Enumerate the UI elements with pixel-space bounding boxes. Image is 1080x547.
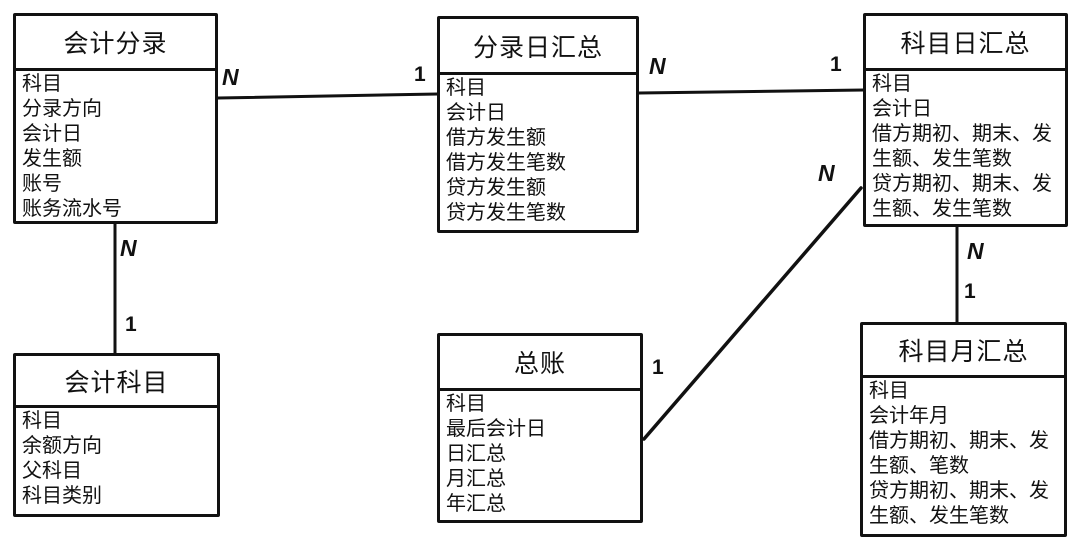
entity-field: 科目 (22, 410, 62, 432)
cardinality-label-n: N (222, 64, 239, 90)
entity-field: 借方期初、期末、发生额、发生笔数 (872, 123, 1052, 170)
entity-field: 科目类别 (22, 485, 102, 507)
entity-field: 贷方期初、期末、发生额、发生笔数 (869, 480, 1049, 527)
entity-field: 会计日 (446, 102, 506, 124)
entity-field: 日汇总 (446, 443, 506, 465)
entity-general-ledger: 总账 科目 最后会计日 日汇总 月汇总 年汇总 (437, 333, 643, 523)
entity-title: 会计科目 (16, 356, 217, 408)
entity-fields: 科目 分录方向 会计日 发生额 账号 账务流水号 (16, 71, 215, 222)
entity-title: 总账 (440, 336, 640, 391)
entity-field: 账务流水号 (22, 198, 122, 220)
entity-field: 月汇总 (446, 468, 506, 490)
cardinality-label-1: 1 (830, 53, 842, 76)
entity-fields: 科目 余额方向 父科目 科目类别 (16, 408, 217, 509)
entity-entry-daily-summary: 分录日汇总 科目 会计日 借方发生额 借方发生笔数 贷方发生额 贷方发生笔数 (437, 16, 639, 233)
entity-title: 科目月汇总 (863, 325, 1064, 378)
entity-field: 发生额 (22, 148, 82, 170)
entity-field: 借方发生额 (446, 127, 546, 149)
entity-title: 会计分录 (16, 16, 215, 71)
entity-field: 贷方期初、期末、发生额、发生笔数 (872, 173, 1052, 220)
connection-line-entry-daily-to-account-daily (637, 88, 866, 95)
entity-field: 科目 (446, 77, 486, 99)
cardinality-label-1: 1 (125, 313, 137, 336)
entity-fields: 科目 会计日 借方发生额 借方发生笔数 贷方发生额 贷方发生笔数 (440, 75, 636, 226)
entity-field: 会计日 (872, 98, 932, 120)
entity-field: 父科目 (22, 460, 82, 482)
cardinality-label-n: N (967, 238, 984, 264)
entity-field: 科目 (869, 380, 909, 402)
cardinality-label-1: 1 (652, 356, 664, 379)
entity-field: 借方发生笔数 (446, 152, 566, 174)
entity-field: 年汇总 (446, 493, 506, 515)
entity-field: 贷方发生笔数 (446, 202, 566, 224)
entity-field: 借方期初、期末、发生额、笔数 (869, 430, 1049, 477)
entity-field: 账号 (22, 173, 62, 195)
entity-field: 贷方发生额 (446, 177, 546, 199)
entity-field: 科目 (872, 73, 912, 95)
entity-fields: 科目 会计年月 借方期初、期末、发生额、笔数 贷方期初、期末、发生额、发生笔数 (863, 378, 1064, 529)
entity-title: 分录日汇总 (440, 19, 636, 75)
cardinality-label-n: N (649, 53, 666, 79)
entity-fields: 科目 会计日 借方期初、期末、发生额、发生笔数 贷方期初、期末、发生额、发生笔数 (866, 71, 1065, 222)
entity-field: 最后会计日 (446, 418, 546, 440)
connection-line-entry-to-entry-daily (216, 92, 440, 100)
entity-field: 会计年月 (869, 405, 949, 427)
entity-accounting-account: 会计科目 科目 余额方向 父科目 科目类别 (13, 353, 220, 517)
entity-field: 会计日 (22, 123, 82, 145)
cardinality-label-n: N (120, 235, 137, 261)
entity-field: 科目 (446, 393, 486, 415)
cardinality-label-n: N (818, 160, 835, 186)
entity-accounting-entry: 会计分录 科目 分录方向 会计日 发生额 账号 账务流水号 (13, 13, 218, 224)
entity-field: 分录方向 (22, 98, 102, 120)
entity-account-monthly-summary: 科目月汇总 科目 会计年月 借方期初、期末、发生额、笔数 贷方期初、期末、发生额… (860, 322, 1067, 537)
entity-fields: 科目 最后会计日 日汇总 月汇总 年汇总 (440, 391, 640, 517)
cardinality-label-1: 1 (414, 63, 426, 86)
entity-account-daily-summary: 科目日汇总 科目 会计日 借方期初、期末、发生额、发生笔数 贷方期初、期末、发生… (863, 13, 1068, 227)
entity-field: 余额方向 (22, 435, 102, 457)
entity-field: 科目 (22, 73, 62, 95)
connection-line-ledger-to-account-daily (642, 186, 863, 441)
cardinality-label-1: 1 (964, 280, 976, 303)
entity-title: 科目日汇总 (866, 16, 1065, 71)
